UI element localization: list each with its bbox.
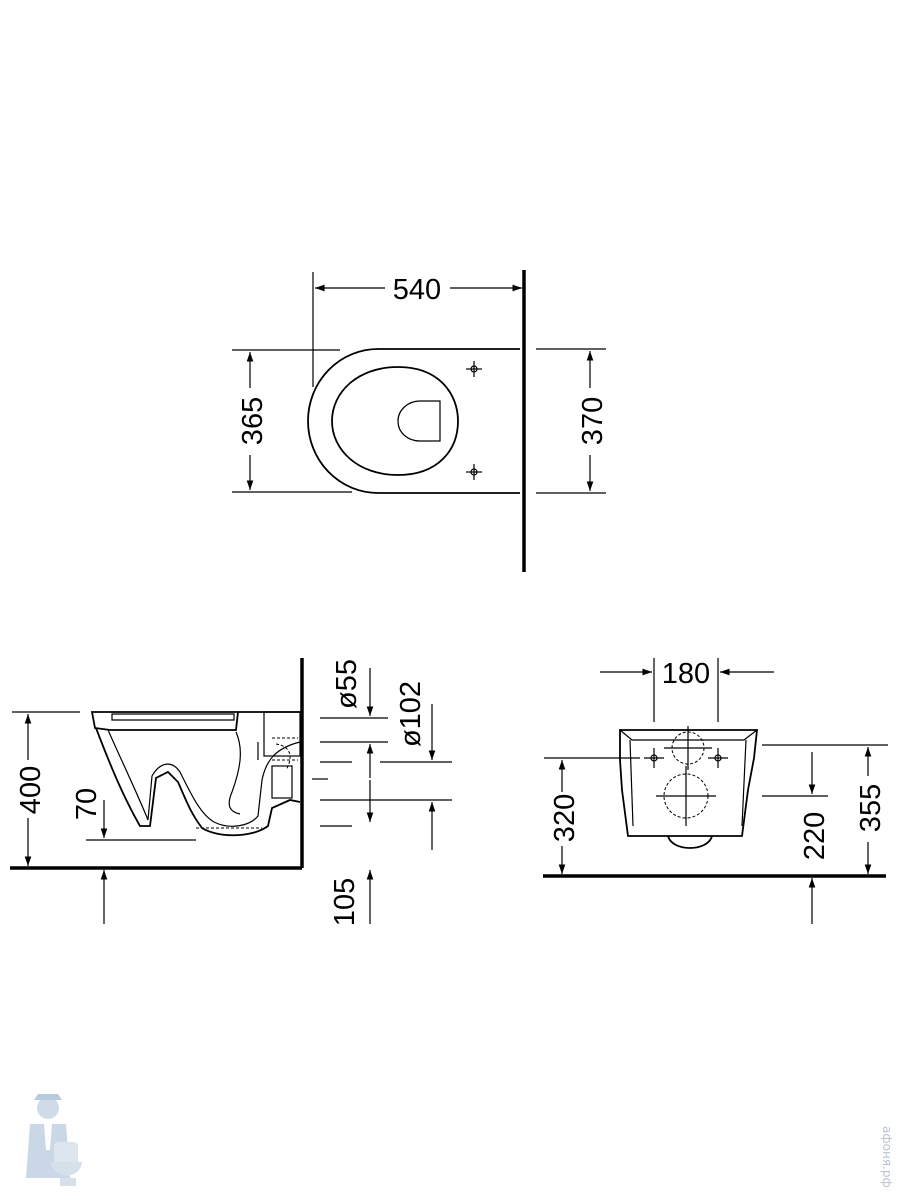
dim-320-label: 320 [549,794,581,842]
front-toilet-outline [619,729,759,837]
dim-355-label: 355 [855,784,887,832]
side-bowl-inner [107,729,301,827]
front-outlet-circle [656,766,716,826]
dim-105-label: 105 [329,878,361,926]
dim-55-label: ø55 [331,659,363,709]
side-outlet [271,765,293,799]
side-view: 400 70 105 ø55 ø102 [10,658,452,926]
front-bowl-base [667,835,713,849]
plumber-mascot-logo [26,1094,82,1186]
front-inlet-circle [664,726,712,770]
side-connector [263,711,301,757]
side-toilet-body [95,727,301,837]
dim-370-label: 370 [577,397,609,445]
front-bolt-right [708,748,728,768]
dim-70-label: 70 [71,788,103,820]
dim-220-label: 220 [799,812,831,860]
front-view: 180 320 220 355 [543,658,888,924]
dim-400-label: 400 [15,766,47,814]
side-trap [228,731,241,815]
top-bowl-opening [397,400,441,442]
top-seat-outline [331,366,459,476]
side-toilet-seat [111,713,235,721]
top-fixing-point-upper [466,361,482,377]
top-view: 540 365 370 [232,270,609,572]
top-fixing-point-lower [466,464,482,480]
dim-540-label: 540 [393,274,441,306]
dim-180-label: 180 [662,658,710,690]
dim-102-label: ø102 [395,681,427,747]
front-bolt-left [644,748,664,768]
top-toilet-outline [307,348,520,494]
watermark-text: афоня.рф [880,1126,894,1188]
dim-365-label: 365 [237,397,269,445]
side-toilet-rim [90,711,300,731]
side-connector-pipe [272,737,298,771]
